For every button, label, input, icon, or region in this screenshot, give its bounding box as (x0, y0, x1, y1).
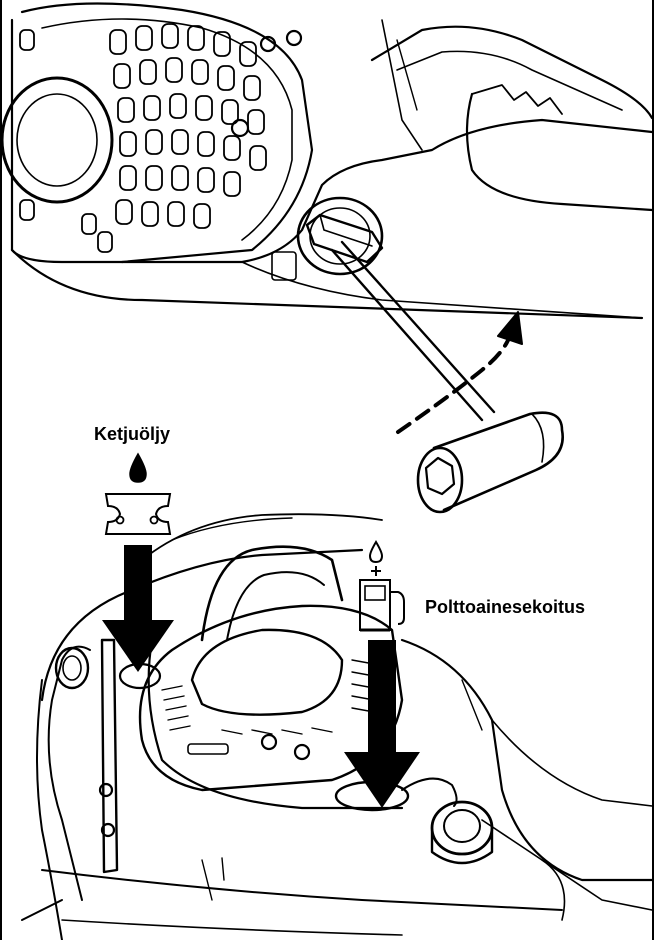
cover-fins (161, 659, 375, 735)
rotation-arrowhead (497, 311, 523, 345)
oil-drop-chain-link-icon (104, 452, 172, 535)
chain-oil-label: Ketjuöljy (94, 424, 171, 444)
fuel-arrow (344, 640, 420, 808)
chain-oil-arrow (102, 545, 174, 672)
fuel-mix-label: Polttoainesekoitus (425, 597, 586, 617)
saw-top-view (21, 513, 654, 940)
saw-side-view (2, 2, 654, 514)
oil-drop-fuel-pump-icon (359, 540, 405, 632)
cover-vent-slots (19, 23, 267, 253)
